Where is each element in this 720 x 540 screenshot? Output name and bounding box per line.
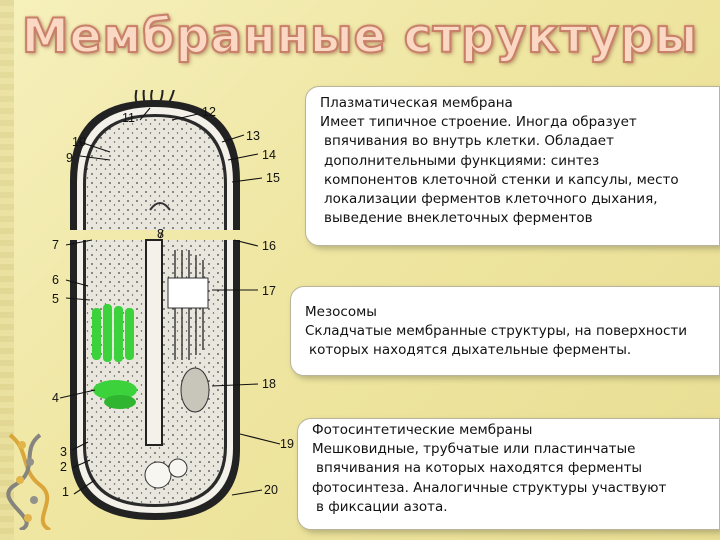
page-title: Мембранные структуры [21, 8, 699, 65]
photosynthetic-heading: Фотосинтетические мембраны [312, 422, 533, 438]
diagram-label-14: 14 [262, 148, 276, 162]
photosynthetic-text: в фиксации азота. [316, 498, 448, 515]
bacterial-cell-diagram: 1 2 3 4 5 6 7 8 9 10 11 12 13 14 15 16 1… [6, 90, 294, 530]
diagram-label-1: 1 [62, 485, 69, 499]
diagram-label-19: 19 [280, 437, 294, 451]
photosynthetic-text: Мешковидные, трубчатые или пластинчатые [312, 441, 636, 458]
diagram-label-15: 15 [266, 171, 280, 185]
diagram-label-8: 8 [157, 227, 164, 241]
mesosomes-heading: Мезосомы [305, 304, 377, 320]
mesosomes-card: Мезосомы Складчатые мембранные структуры… [290, 286, 720, 376]
photosynthetic-membranes-card: Фотосинтетические мембраны Мешковидные, … [297, 418, 720, 530]
diagram-label-20: 20 [264, 483, 278, 497]
dna-helix-decoration [6, 433, 52, 530]
plasma-membrane-text: локализации ферментов клеточного дыхания… [324, 191, 658, 208]
diagram-label-11: 11 [122, 111, 135, 125]
plasma-membrane-text: компонентов клеточной стенки и капсулы, … [324, 171, 679, 188]
plasma-membrane-text: выведение внеклеточных ферментов [324, 210, 593, 227]
mesosomes-text: Складчатые мембранные структуры, на пове… [305, 323, 688, 340]
diagram-label-5: 5 [52, 292, 59, 306]
diagram-label-18: 18 [262, 377, 276, 391]
photosynthetic-membranes [92, 304, 137, 409]
diagram-label-6: 6 [52, 273, 59, 287]
diagram-label-7: 7 [52, 238, 59, 252]
diagram-label-17: 17 [262, 284, 276, 298]
diagram-label-10: 10 [72, 135, 86, 149]
plasma-membrane-card: Плазматическая мембрана Имеет типичное с… [305, 86, 720, 246]
plasma-membrane-text: впячивания во внутрь клетки. Обладает [324, 133, 614, 150]
diagram-label-12: 12 [202, 105, 216, 119]
diagram-label-4: 4 [52, 391, 59, 405]
plasma-membrane-text: дополнительными функциями: синтез [324, 152, 600, 169]
plasma-membrane-heading: Плазматическая мембрана [320, 95, 513, 111]
plasma-membrane-text: Имеет типичное строение. Иногда образует [320, 114, 637, 131]
photosynthetic-text: фотосинтеза. Аналогичные структуры участ… [312, 479, 667, 496]
cell-lower-half [70, 239, 240, 520]
diagram-label-2: 2 [60, 460, 67, 474]
photosynthetic-text: впячивания на которых находятся ферменты [316, 460, 643, 477]
mesosomes-text: которых находятся дыхательные ферменты. [309, 342, 632, 359]
left-decorative-strip [0, 0, 14, 540]
diagram-label-13: 13 [246, 129, 260, 143]
diagram-label-16: 16 [262, 239, 276, 253]
diagram-label-9: 9 [66, 151, 73, 165]
cell-upper-half [70, 90, 240, 230]
diagram-label-3: 3 [60, 445, 67, 459]
